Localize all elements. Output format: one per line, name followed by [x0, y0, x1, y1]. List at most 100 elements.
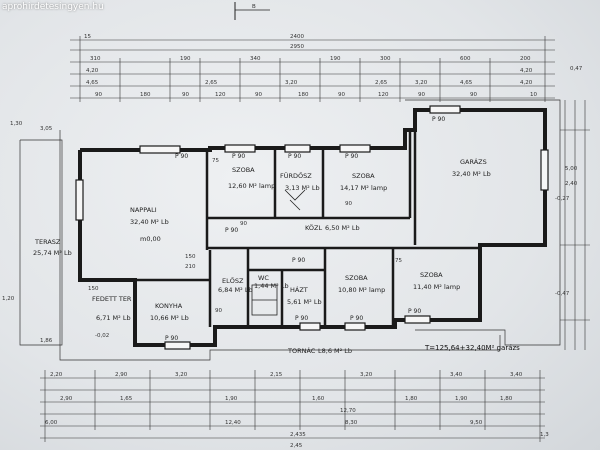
misc-dim: 150 [185, 254, 196, 260]
area-formula: T=125,64+32,40M² garázs [424, 344, 520, 352]
bottom-dim-text: 1,60 [312, 396, 325, 402]
bottom-dim-text: 6,00 [45, 420, 58, 426]
room-name: FÜRDŐSZ [280, 171, 312, 180]
room-area: 32,40 M² Lb [130, 218, 169, 226]
bottom-dim-text: 2,15 [270, 372, 283, 378]
window-label: P 90 [432, 116, 445, 123]
window-label: P 90 [350, 315, 363, 322]
window-label: P 90 [165, 335, 178, 342]
bottom-dim-text: 2,435 [290, 432, 306, 438]
misc-dim: 90 [215, 308, 222, 314]
room-area: 10,66 M² Lb [150, 314, 189, 322]
bottom-dim-text: 1,80 [500, 396, 513, 402]
door-symbols [251, 189, 306, 316]
top-dim-text: 200 [520, 56, 531, 62]
right-side-label: -0,27 [555, 196, 570, 202]
top-dimension-lines [70, 39, 555, 99]
top-dim-text: 2400 [290, 34, 304, 40]
window-labels: P 90 P 90 P 90 P 90 P 90 P 90 P 90 P 90 … [165, 116, 445, 342]
bottom-dimension-lines [40, 377, 545, 439]
top-dim-text: 90 [418, 92, 425, 98]
room-area: 10,80 M² lamp [338, 286, 385, 294]
right-side-label: 2,40 [565, 181, 578, 187]
room-name: SZOBA [420, 271, 443, 279]
bottom-dim-text: 9,50 [470, 420, 483, 426]
room-name: KONYHA [155, 302, 183, 310]
bottom-dim-text: 12,40 [225, 420, 241, 426]
room-name: SZOBA [345, 274, 368, 282]
bottom-dim-text: 2,20 [50, 372, 63, 378]
bottom-dim-text: 8,30 [345, 420, 358, 426]
top-dim-text: 190 [180, 56, 191, 62]
bottom-dim-text: 3,40 [450, 372, 463, 378]
window-label: P 90 [295, 315, 308, 322]
top-dim-text: 190 [330, 56, 341, 62]
window-label: P 90 [292, 257, 305, 264]
room-name: TORNÁC [287, 346, 316, 355]
top-dim-text: 120 [378, 92, 389, 98]
room-name: NAPPALI [130, 206, 157, 214]
room-area: 6,50 M² Lb [325, 224, 360, 232]
room-area: 11,40 M² lamp [413, 283, 460, 291]
top-dim-text: 310 [90, 56, 101, 62]
top-dim-text: 15 [84, 34, 91, 40]
top-dim-text: 120 [215, 92, 226, 98]
bottom-dim-text: 2,90 [115, 372, 128, 378]
top-dim-text: 180 [140, 92, 151, 98]
window-label: P 90 [225, 227, 238, 234]
room-area: 6,71 M² Lb [96, 314, 131, 322]
window-label: P 90 [408, 308, 421, 315]
room-area: 3,13 M² Lb [285, 184, 320, 192]
misc-dim: 90 [240, 221, 247, 227]
left-side-label: 1,20 [2, 296, 15, 302]
top-dim-text: 2950 [290, 44, 304, 50]
top-dim-text: 90 [182, 92, 189, 98]
top-dim-text: 600 [460, 56, 471, 62]
bottom-dim-text: 2,90 [60, 396, 73, 402]
top-dim-text: 90 [470, 92, 477, 98]
outer-outlines [19, 99, 561, 361]
room-name: KÖZL [305, 223, 322, 232]
room-name: GARÁZS [460, 157, 487, 166]
top-dimension-texts: 15 2400 2950 310 190 340 190 300 600 200… [84, 34, 537, 98]
misc-dim: 75 [212, 158, 219, 164]
room-area: 25,74 M² Lb [33, 249, 72, 257]
top-dim-text: 90 [95, 92, 102, 98]
bottom-dim-text: 12,70 [340, 408, 356, 414]
room-area: 1,44 M² Lb [254, 282, 289, 290]
section-marker: B [234, 2, 270, 20]
bottom-dim-text: 1,65 [120, 396, 133, 402]
room-area: 12,60 M² lamp [228, 182, 275, 190]
interior-walls [135, 130, 480, 327]
top-dim-text: 300 [380, 56, 391, 62]
watermark: aprohirdetesingyen.hu [2, 2, 104, 12]
room-area: 6,84 M² Lb [218, 286, 253, 294]
room-name: WC [258, 274, 269, 282]
window-label: P 90 [288, 153, 301, 160]
room-name: HÁZT [290, 285, 308, 294]
bottom-dim-text: 1,90 [225, 396, 238, 402]
left-side-label: -0,02 [95, 333, 109, 339]
bottom-dim-text: 1,80 [405, 396, 418, 402]
top-dim-text: 340 [250, 56, 261, 62]
bottom-dim-text: 3,40 [510, 372, 523, 378]
misc-dim: 75 [395, 258, 402, 264]
room-area: 14,17 M² lamp [340, 184, 387, 192]
room-name: TERASZ [34, 238, 61, 246]
room-labels: NAPPALI 32,40 M² Lb m0,00 SZOBA 12,60 M²… [33, 157, 491, 355]
top-dim-text: 4,65 [86, 80, 99, 86]
top-dim-text: 2,65 [375, 80, 388, 86]
top-dim-text: 180 [298, 92, 309, 98]
right-side-label: -0,47 [555, 291, 570, 297]
room-name: SZOBA [352, 172, 375, 180]
window-label: P 90 [232, 153, 245, 160]
top-dim-text: 2,65 [205, 80, 218, 86]
right-dimension-lines [560, 100, 590, 350]
misc-labels: 75 90 90 150 210 90 75 150 [88, 158, 402, 314]
window-label: P 90 [175, 153, 188, 160]
misc-dim: 150 [88, 286, 99, 292]
left-side-label: 1,86 [40, 338, 53, 344]
right-side-label: 5,00 [565, 166, 578, 172]
top-dimension-ticks [79, 36, 546, 102]
